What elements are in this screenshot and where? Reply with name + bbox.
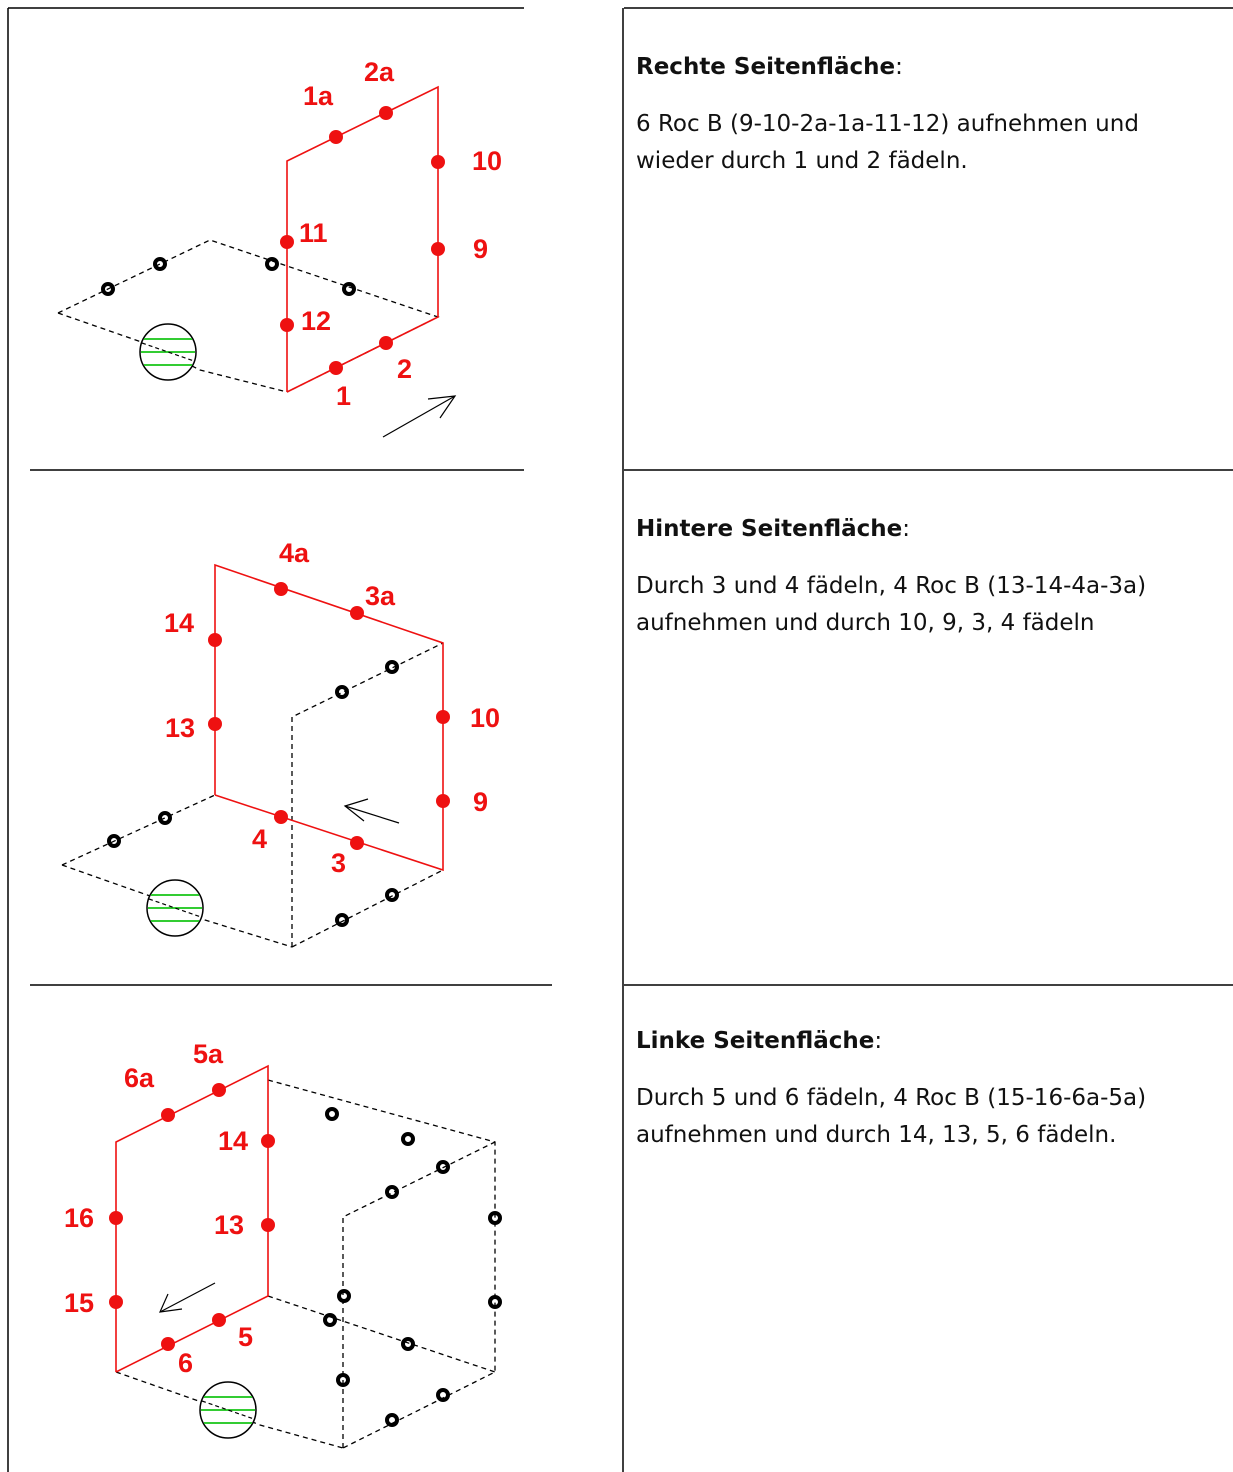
label-3: 3	[331, 848, 346, 878]
bead-icon	[199, 1381, 257, 1439]
label-9: 9	[473, 787, 488, 817]
label-13: 13	[165, 713, 195, 743]
heading-left-face: Linke Seitenfläche:	[636, 1028, 883, 1054]
label-13: 13	[214, 1210, 244, 1240]
label-4: 4	[252, 824, 267, 854]
label-10: 10	[470, 703, 500, 733]
label-14: 14	[218, 1126, 248, 1156]
label-16: 16	[64, 1203, 94, 1233]
label-10: 10	[472, 146, 502, 176]
label-1: 1	[336, 381, 351, 411]
instruction-text: Durch 5 und 6 fädeln, 4 Roc B (15-16-6a-…	[636, 1085, 1147, 1148]
bead-icon	[146, 879, 204, 937]
label-5: 5	[238, 1322, 253, 1352]
label-2a: 2a	[364, 57, 395, 87]
label-11: 11	[299, 218, 328, 248]
label-6: 6	[178, 1348, 193, 1378]
label-2: 2	[397, 354, 412, 384]
label-12: 12	[301, 306, 331, 336]
heading-back-face: Hintere Seitenfläche:	[636, 516, 910, 542]
direction-arrow-icon	[343, 798, 400, 824]
label-9: 9	[473, 234, 488, 264]
bead-icon	[139, 323, 197, 381]
instruction-cell-right-face: Rechte Seitenfläche: 6 Roc B (9-10-2a-1a…	[636, 49, 1196, 180]
label-15: 15	[64, 1288, 94, 1318]
instruction-cell-back-face: Hintere Seitenfläche: Durch 3 und 4 fäde…	[636, 511, 1196, 642]
label-3a: 3a	[365, 581, 396, 611]
label-6a: 6a	[124, 1063, 155, 1093]
instruction-cell-left-face: Linke Seitenfläche: Durch 5 und 6 fädeln…	[636, 1023, 1196, 1154]
label-5a: 5a	[193, 1039, 224, 1069]
label-14: 14	[164, 608, 194, 638]
instruction-text: Durch 3 und 4 fädeln, 4 Roc B (13-14-4a-…	[636, 573, 1147, 636]
label-1a: 1a	[303, 81, 334, 111]
direction-arrow-icon	[159, 1282, 216, 1313]
heading-right-face: Rechte Seitenfläche:	[636, 54, 903, 80]
label-4a: 4a	[279, 538, 310, 568]
instruction-text: 6 Roc B (9-10-2a-1a-11-12) aufnehmen und…	[636, 111, 1139, 174]
direction-arrow-icon	[382, 395, 457, 438]
